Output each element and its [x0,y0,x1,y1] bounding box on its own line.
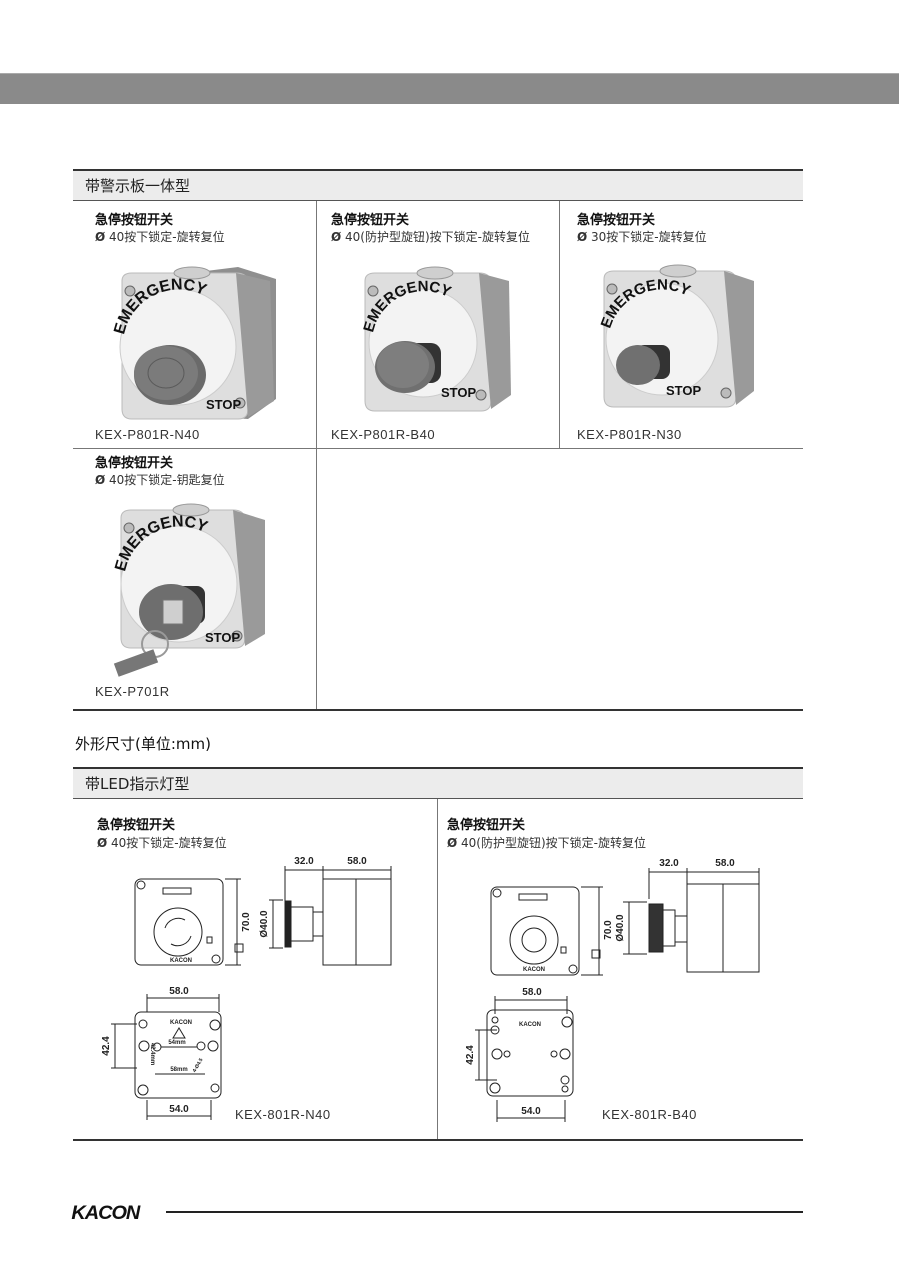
bottom-logo: KACON [519,1022,541,1028]
stop-label: STOP [206,397,241,412]
bottom-view [111,994,222,1120]
product-photo: EMERGENCY STOP [111,266,276,420]
dim-hole-vertical: 42.4 [101,1036,112,1056]
dim-height: 70.0 [241,912,252,932]
product-photo: EMERGENCY STOP [360,266,511,412]
emergency-stop-box-image: EMERGENCY STOP [360,266,511,412]
dim-inner-v: 42.4mm [149,1043,155,1065]
grid-divider [437,799,438,1139]
dim-depth-front: 32.0 [659,858,679,869]
dim-inner-h2: 58mm [170,1067,187,1073]
section-header-warning-plate: 带警示板一体型 [73,169,803,201]
side-view [623,868,760,973]
product-spec: Ø 40(防护型旋钮)按下锁定-旋转复位 [331,230,530,244]
product-spec: Ø 40按下锁定-钥匙复位 [95,473,225,487]
dim-diameter: Ø40.0 [259,910,270,938]
dimensions-title: 外形尺寸(单位:mm) [75,735,211,753]
dim-depth-body: 58.0 [715,858,735,869]
dim-diameter: Ø40.0 [615,914,626,942]
product-photo: EMERGENCY STOP [598,264,754,408]
product-model: KEX-P801R-N40 [95,427,200,442]
side-view [269,866,392,966]
product-name: 急停按钮开关 [331,213,410,228]
footer-rule [166,1211,803,1213]
top-band [0,73,899,104]
product-photo: EMERGENCY STOP [112,503,265,677]
product-card: 急停按钮开关 Ø 40按下锁定-旋转复位 EMERGENCY STOP KEX-… [73,201,316,448]
dim-width-top: 58.0 [522,987,542,998]
section-title: 带LED指示灯型 [85,775,190,793]
technical-drawing: KACON 70.0 32.0 58.0 Ø40.0 [101,856,392,1120]
dim-width-bottom: 54.0 [521,1106,541,1117]
dim-height: 70.0 [603,920,614,940]
bottom-logo: KACON [170,1020,192,1026]
dim-depth-body: 58.0 [347,856,367,867]
stop-label: STOP [205,630,240,645]
dim-width-bottom: 54.0 [169,1104,189,1115]
dim-hole-vertical: 42.4 [465,1045,476,1065]
front-view [134,878,244,966]
product-name: 急停按钮开关 [95,456,174,471]
stop-label: STOP [441,385,476,400]
drawing-model: KEX-801R-N40 [235,1107,331,1122]
drawing-model: KEX-801R-B40 [602,1107,697,1122]
dim-depth-front: 32.0 [294,856,314,867]
dim-inner-h1: 54mm [168,1040,185,1046]
grid-divider [559,201,560,448]
grid-divider [73,448,803,449]
section-bottom-rule [73,709,803,711]
product-spec: Ø 30按下锁定-旋转复位 [577,230,707,244]
product-model: KEX-P801R-B40 [331,427,436,442]
product-spec: Ø 40(防护型旋钮)按下锁定-旋转复位 [447,836,646,850]
technical-drawing: KACON 70.0 32.0 58.0 Ø40.0 [465,858,760,1122]
dimension-drawing-card: 急停按钮开关 Ø 40按下锁定-旋转复位 KACON 70.0 [73,799,437,1139]
section-title: 带警示板一体型 [85,177,191,195]
section-header-led: 带LED指示灯型 [73,767,803,799]
product-spec: Ø 40按下锁定-旋转复位 [97,836,227,850]
product-name: 急停按钮开关 [95,213,174,228]
product-card: 急停按钮开关 Ø 30按下锁定-旋转复位 EMERGENCY STOP KEX-… [559,201,803,448]
front-logo: KACON [523,967,545,973]
emergency-stop-box-image: EMERGENCY STOP [112,503,265,677]
emergency-stop-box-image: EMERGENCY STOP [111,266,276,420]
product-spec: Ø 40按下锁定-旋转复位 [95,230,225,244]
dim-hole-note: 4-Ø4.5 [192,1057,205,1073]
dim-width-top: 58.0 [169,986,189,997]
emergency-stop-box-image: EMERGENCY STOP [598,264,754,408]
bottom-view [475,996,574,1122]
product-model: KEX-P801R-N30 [577,427,682,442]
front-view [490,886,603,976]
product-name: 急停按钮开关 [577,213,656,228]
product-name: 急停按钮开关 [97,818,176,833]
section-bottom-rule [73,1139,803,1141]
product-model: KEX-P701R [95,684,170,699]
stop-label: STOP [666,383,701,398]
dimension-drawing-card: 急停按钮开关 Ø 40(防护型旋钮)按下锁定-旋转复位 KACON 70.0 [437,799,803,1139]
product-card: 急停按钮开关 Ø 40(防护型旋钮)按下锁定-旋转复位 EMERGENCY ST… [316,201,559,448]
grid-divider [316,201,317,710]
product-name: 急停按钮开关 [447,818,526,833]
product-card: 急停按钮开关 Ø 40按下锁定-钥匙复位 EMERGENCY STOP KEX-… [73,448,316,709]
brand-logo: KACON [71,1203,140,1224]
front-logo: KACON [170,958,192,964]
